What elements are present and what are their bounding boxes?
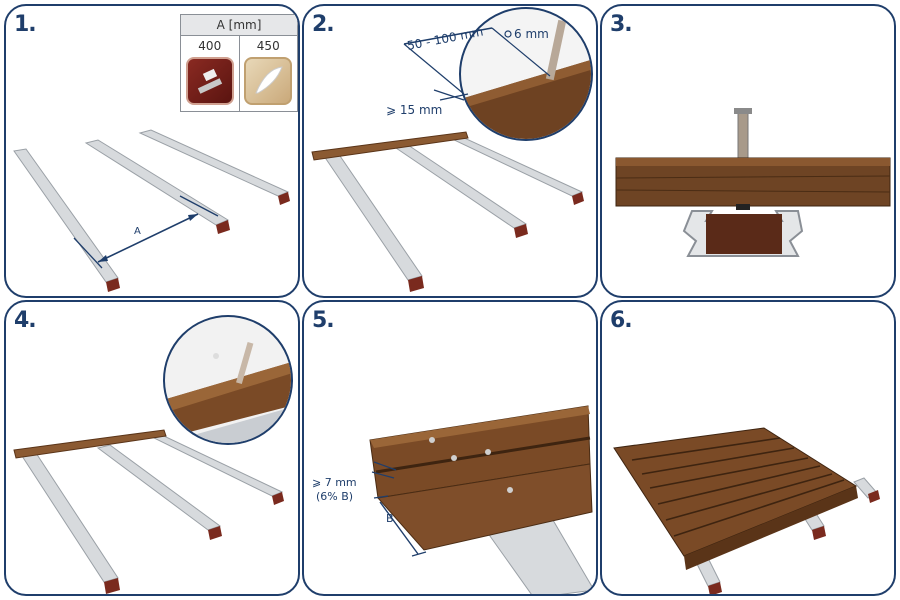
step-3-illustration [615, 108, 891, 257]
board-width-dimension: B [373, 495, 427, 557]
step-5-illustration: ⩾ 7 mm (6% B) B [312, 405, 595, 594]
step-number: 2. [312, 12, 335, 37]
aluminium-joist [138, 129, 290, 205]
deck-board [13, 429, 167, 459]
clip-fastener [736, 204, 750, 210]
deck-board-section [615, 157, 891, 207]
step-number: 3. [610, 12, 633, 37]
step-1-panel: 1. A A [mm] 400 [4, 4, 300, 298]
step-4-panel: 4. [4, 300, 300, 596]
aluminium-joist [21, 452, 120, 594]
step-number: 1. [14, 12, 37, 37]
aluminium-joist [13, 148, 120, 292]
aluminium-joist [853, 477, 880, 503]
spacing-option: 400 [181, 36, 239, 111]
aluminium-joist [152, 435, 284, 505]
aluminium-joist [84, 139, 230, 234]
spacing-value: 450 [256, 39, 280, 53]
step-3-panel: 3. [600, 4, 896, 298]
step-4-illustration [13, 315, 293, 594]
spacing-table: A [mm] 400 450 [180, 14, 298, 112]
aluminium-profile-section [682, 210, 804, 257]
step-number: 4. [14, 308, 37, 333]
aluminium-joist [96, 444, 222, 540]
spacing-dimension-line: A [73, 195, 219, 269]
fastening-screw [734, 108, 752, 161]
step-1-illustration: A [13, 129, 290, 292]
board-width-label: B [386, 512, 394, 525]
deck-board-pair [369, 405, 593, 551]
step-2-panel: 2. 50 [302, 4, 598, 298]
step-2-illustration: 50 - 100 mm 6 mm ⩾ 15 mm [311, 7, 593, 292]
board-gap-label: ⩾ 7 mm [312, 476, 357, 489]
detail-magnifier [163, 315, 293, 445]
spacing-option: 450 [238, 36, 298, 111]
finished-deck [613, 427, 858, 570]
gap-label: 6 mm [514, 27, 549, 41]
spacing-value: 400 [198, 39, 222, 53]
spacing-label: A [134, 226, 141, 237]
step-6-panel: 6. [600, 300, 896, 596]
feather-icon [244, 57, 293, 105]
hammer-icon [185, 57, 234, 105]
edge-distance-label: ⩾ 15 mm [386, 103, 442, 117]
step-5-panel: 5. ⩾ 7 mm (6% B) B [302, 300, 598, 596]
gap-dimension: 6 mm [504, 27, 549, 41]
spacing-table-header: A [mm] [181, 15, 297, 36]
deck-board [311, 131, 469, 161]
board-gap-dimension: ⩾ 7 mm (6% B) [312, 461, 397, 503]
step-6-illustration [613, 427, 880, 594]
step-number: 6. [610, 308, 633, 333]
edge-distance-dimension: ⩾ 15 mm [386, 89, 469, 117]
board-gap-note: (6% B) [316, 490, 353, 503]
aluminium-joist [323, 152, 424, 292]
step-number: 5. [312, 308, 335, 333]
